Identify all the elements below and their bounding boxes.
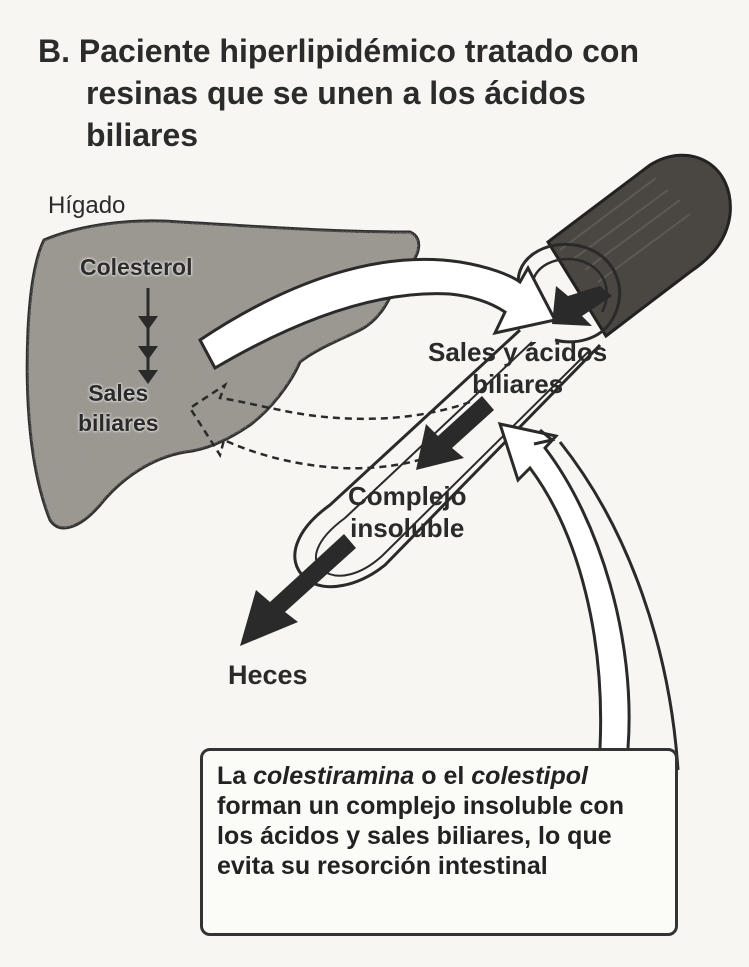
complex-line-2: insoluble — [350, 513, 465, 543]
title-line-3: biliares — [86, 117, 199, 153]
feces-label: Heces — [228, 660, 308, 690]
bile-acids-line-2: biliares — [472, 369, 564, 399]
explanation-box: La colestiramina o el colestipol forman … — [200, 748, 678, 936]
note-part-1: La — [217, 762, 254, 790]
synthesis-arrows — [138, 288, 158, 384]
bile-acids-line-1: Sales y ácidos — [428, 337, 608, 367]
complex-line-1: Complejo — [348, 481, 467, 511]
note-part-2: o el — [414, 762, 472, 790]
bile-acids-label: Sales y ácidos biliares — [428, 336, 607, 400]
entry-arrow — [552, 286, 612, 326]
note-part-3: forman un complejo insoluble con los áci… — [217, 792, 624, 880]
bile-salts-line-2: biliares — [78, 410, 159, 436]
excretion-arrow — [240, 534, 356, 646]
cholesterol-label: Colesterol — [80, 254, 193, 280]
title-line-1: B. Paciente hiperlipidémico tratado con — [38, 33, 640, 69]
bile-salts-label: Sales biliares — [78, 378, 159, 438]
diagram-title: B. Paciente hiperlipidémico tratado con … — [38, 30, 718, 156]
blocked-resorption-arrow — [497, 421, 680, 771]
insoluble-complex-label: Complejo insoluble — [348, 480, 466, 544]
secretion-arrow — [198, 257, 558, 371]
title-line-2: resinas que se unen a los ácidos — [86, 75, 586, 111]
intestine-opening — [516, 242, 622, 344]
binding-arrow — [416, 396, 494, 470]
drug-name-colestiramina: colestiramina — [253, 762, 415, 790]
explanation-text: La colestiramina o el colestipol forman … — [217, 761, 661, 881]
reabsorption-arrow-dashed — [188, 381, 471, 470]
drug-name-colestipol: colestipol — [471, 762, 588, 790]
liver-label: Hígado — [48, 192, 126, 219]
bile-salts-line-1: Sales — [88, 380, 149, 406]
